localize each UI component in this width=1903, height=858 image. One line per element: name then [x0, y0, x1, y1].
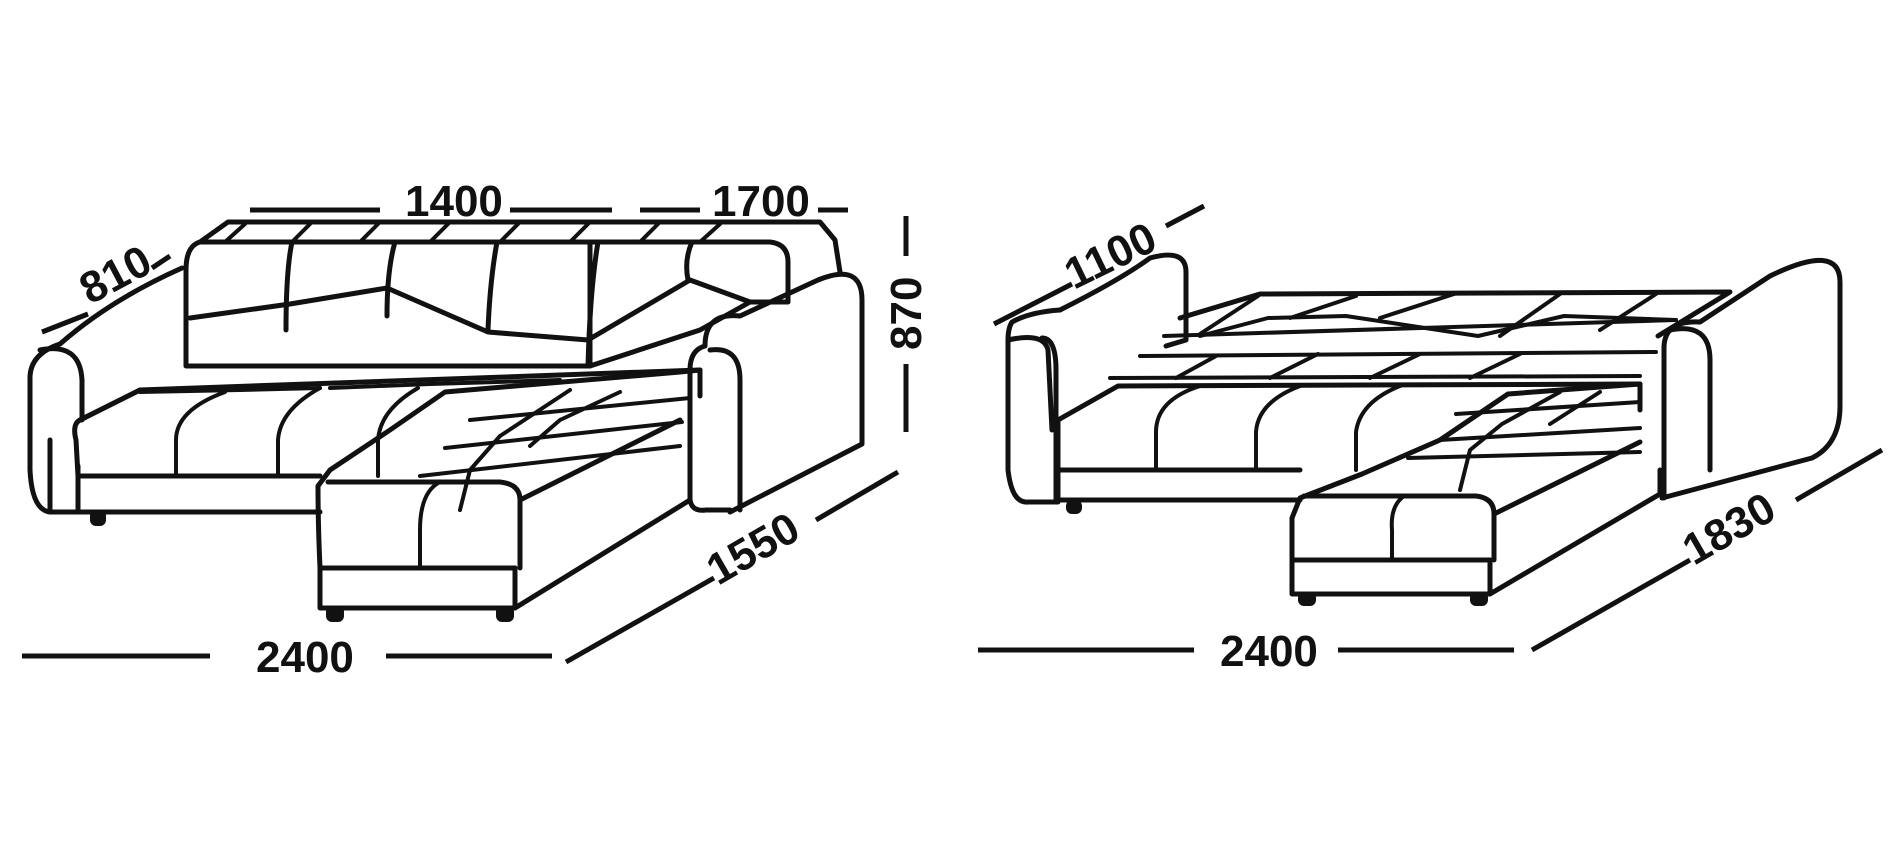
bed-seat	[1055, 381, 1643, 514]
bed-upper-mattress	[1108, 289, 1733, 380]
right-armrest	[687, 271, 865, 515]
dim-height: 870	[882, 277, 931, 350]
dim-corner-width: 1700	[712, 177, 810, 226]
bed-chaise	[1289, 381, 1663, 606]
dim-depth: 810	[72, 236, 160, 314]
dim-bed-length: 1830	[1675, 483, 1784, 574]
dim-back-width: 1400	[405, 177, 503, 226]
folded-sofa-view: 1400 1700 810 870 1550 2400	[22, 177, 931, 682]
dim-chaise-length: 1550	[699, 503, 808, 594]
unfolded-bed-view: 1100 1830 2400	[978, 203, 1884, 676]
bed-right-armrest	[1659, 257, 1843, 501]
dim-bed-total-width: 2400	[1220, 627, 1318, 676]
bed-left-armrest	[1005, 252, 1189, 505]
dim-bed-depth: 1100	[1057, 213, 1164, 299]
sofa-back	[183, 219, 843, 369]
sofa-seat	[72, 367, 703, 515]
unfolded-dimensions: 1100 1830 2400	[978, 203, 1884, 676]
dim-total-width: 2400	[256, 633, 354, 682]
left-armrest	[27, 265, 185, 515]
